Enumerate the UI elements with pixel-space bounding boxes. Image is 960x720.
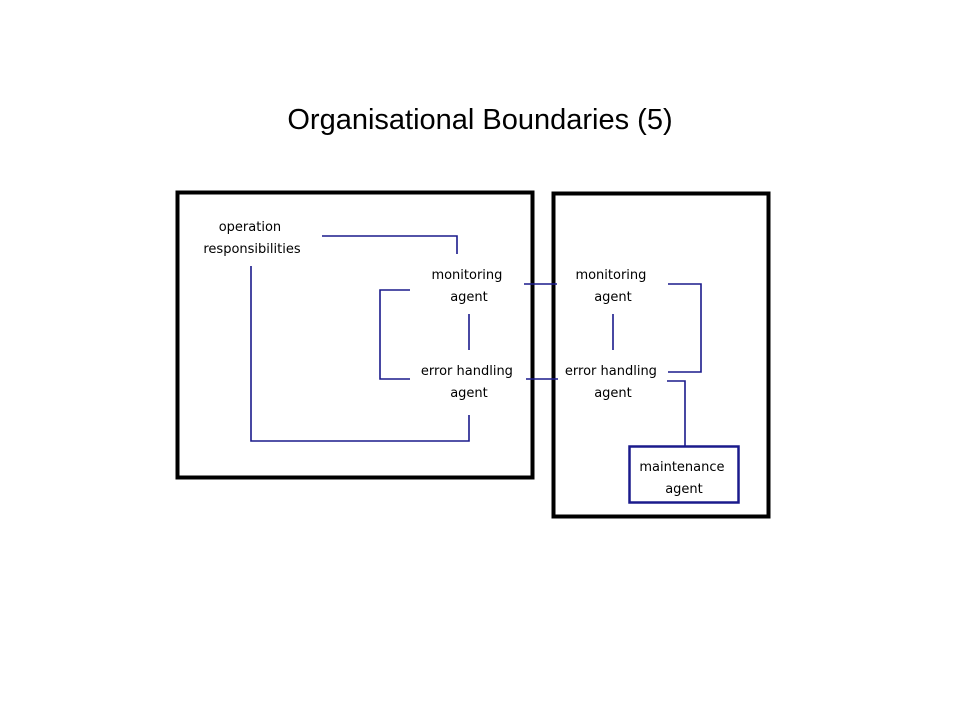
node-monitoring-agent-right: monitoring agent <box>575 268 650 305</box>
connector-responsibilities-to-error-handling <box>250 266 470 442</box>
node-error-handling-agent-left-line1: error handling <box>421 364 513 379</box>
node-monitoring-agent-right-line2: agent <box>594 290 632 305</box>
connector-right-monitoring-error-loop <box>668 283 702 373</box>
node-monitoring-agent-left: monitoring agent <box>431 268 506 305</box>
node-error-handling-agent-right-line2: agent <box>594 386 632 401</box>
node-monitoring-agent-left-line1: monitoring <box>431 268 502 283</box>
connector-left-monitoring-error-loop <box>379 289 410 380</box>
node-monitoring-agent-left-line2: agent <box>450 290 488 305</box>
node-maintenance-agent: maintenance agent <box>639 460 728 497</box>
right-organisation-boundary <box>551 191 771 519</box>
node-maintenance-agent-line1: maintenance <box>639 460 724 475</box>
node-error-handling-agent-left: error handling agent <box>421 364 517 401</box>
node-error-handling-agent-left-line2: agent <box>450 386 488 401</box>
node-operation-responsibilities: operation responsibilities <box>203 220 300 257</box>
node-monitoring-agent-right-line1: monitoring <box>575 268 646 283</box>
node-maintenance-agent-line2: agent <box>665 482 703 497</box>
node-operation-responsibilities-line1: operation <box>219 220 281 235</box>
node-error-handling-agent-right-line1: error handling <box>565 364 657 379</box>
maintenance-agent-box <box>628 445 740 504</box>
node-operation-responsibilities-line2: responsibilities <box>203 242 300 257</box>
node-error-handling-agent-right: error handling agent <box>565 364 661 401</box>
connector-error-handling-to-maintenance <box>667 380 686 446</box>
connector-responsibilities-to-monitoring <box>322 235 458 254</box>
left-organisation-boundary <box>175 190 535 480</box>
slide-title: Organisational Boundaries (5) <box>287 104 673 136</box>
